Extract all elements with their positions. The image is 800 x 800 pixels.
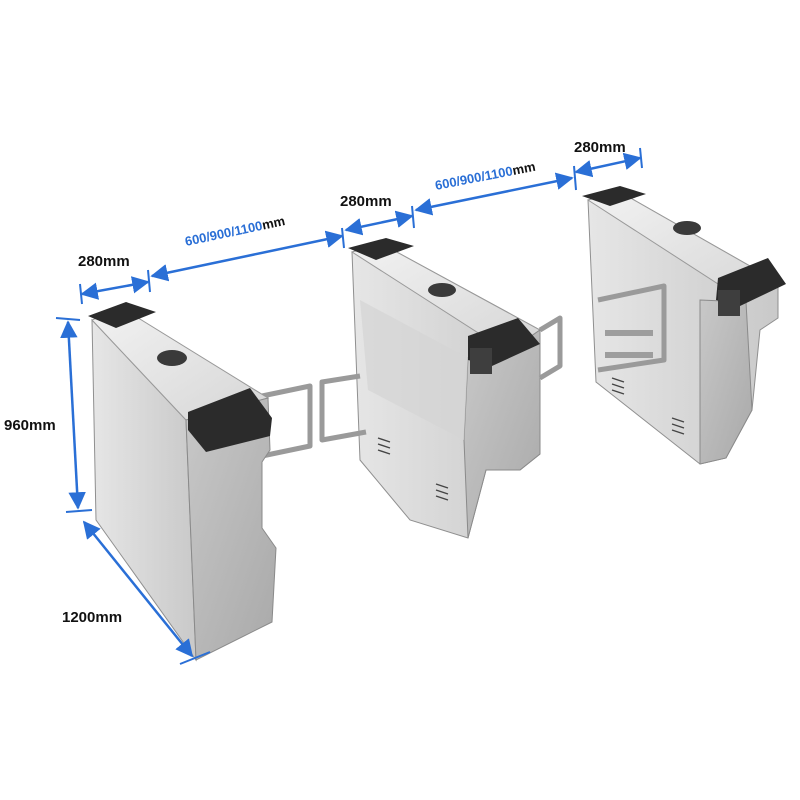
right-cabinet-sensor-panel [605,330,653,358]
left-card-reader-icon [157,350,187,366]
middle-left-swing-arm [319,373,367,443]
right-cabinet [582,186,786,465]
right-ir-sensor-icon [718,290,740,316]
width-right-label: 280mm [574,139,626,156]
dimension-ticks [55,147,643,665]
width-middle-arrow [344,210,414,236]
width-left-arrow [80,276,150,300]
passage-left-value: 600/900/1100 [184,218,264,249]
length-arrow [82,520,194,658]
width-left-label: 280mm [78,253,130,270]
right-card-reader-icon [673,221,701,235]
left-swing-arm [261,383,313,459]
passage-right-unit: mm [511,159,537,178]
passage-left-label: 600/900/1100mm [184,213,287,249]
passage-right-value: 600/900/1100 [434,163,514,193]
width-right-arrow [574,152,642,178]
length-label: 1200mm [62,609,122,626]
left-cabinet-top-cap-back [88,302,156,328]
middle-ir-sensor-icon [470,348,492,374]
passage-right-arrow [414,172,574,216]
height-label: 960mm [4,417,56,434]
passage-left-arrow [150,230,344,282]
passage-left-unit: mm [261,213,287,232]
right-vent-icon [611,377,685,435]
left-cabinet-top-cap-front [188,388,272,452]
middle-right-swing-arm [538,315,563,381]
height-arrow [60,320,86,510]
left-cabinet [88,302,277,662]
width-middle-label: 280mm [340,193,392,210]
right-cabinet-top-cap-back [582,186,646,206]
middle-cabinet-top-cap-back [348,238,414,260]
middle-card-reader-icon [428,283,456,297]
middle-cabinet [348,238,541,539]
right-swing-arm [597,283,667,373]
swing-gate-arms [261,283,667,459]
middle-vent-icon [377,437,449,501]
dimension-lines [60,152,642,658]
